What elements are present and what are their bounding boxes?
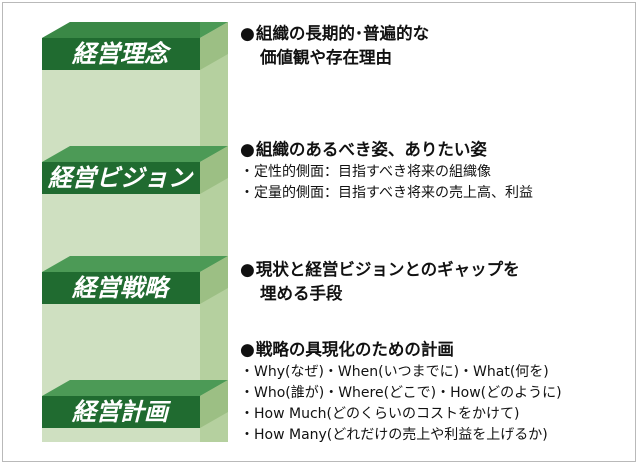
layer-pillar-diagram: 経営理念 経営ビジョン 経営戦略 経営計画 [42, 22, 228, 442]
outer-frame [2, 2, 636, 462]
description-item: ・Who(誰が)・Where(どこで)・How(どのように) [240, 385, 562, 401]
layer-slab-3: 経営戦略 [42, 256, 228, 304]
description-block-2: ●組織のあるべき姿、ありたい姿 ・定性的側面：目指すべき将来の組織像 ・定量的側… [240, 138, 635, 204]
description-heading-4: ●戦略の具現化のための計画 [240, 340, 454, 360]
description-heading-1-line-2: 価値観や存在理由 [260, 48, 392, 67]
description-item: ・How Many(どれだけの売上や利益を上げるか) [240, 427, 548, 443]
description-item: ・How Much(どのくらいのコストをかけて) [240, 406, 520, 422]
description-heading-1: ●組織の長期的･普遍的な [240, 24, 430, 44]
bullet-dot: ● [240, 24, 255, 44]
description-heading-3: ●現状と経営ビジョンとのギャップを [240, 260, 520, 280]
pillar-column-side [200, 22, 228, 442]
layer-slab-4: 経営計画 [42, 380, 228, 428]
description-item: ・定性的側面：目指すべき将来の組織像 [240, 164, 492, 180]
description-item: ・Why(なぜ)・When(いつまでに)・What(何を) [240, 364, 549, 380]
bullet-dot: ● [240, 260, 255, 280]
layer-label-4: 経営計画 [71, 398, 172, 426]
description-block-4: ●戦略の具現化のための計画 ・Why(なぜ)・When(いつまでに)・What(… [240, 338, 635, 446]
pillar-column [42, 22, 228, 442]
description-item: ・定量的側面：目指すべき将来の売上高、利益 [240, 185, 534, 201]
layer-label-3: 経営戦略 [71, 274, 171, 302]
bullet-dot: ● [240, 340, 255, 360]
layer-slab-2: 経営ビジョン [42, 146, 228, 194]
description-block-3: ●現状と経営ビジョンとのギャップを 埋める手段 [240, 258, 635, 306]
layer-label-2: 経営ビジョン [47, 164, 194, 192]
bullet-dot: ● [240, 140, 255, 160]
layer-label-1: 経営理念 [71, 40, 172, 68]
description-heading-2: ●組織のあるべき姿、ありたい姿 [240, 140, 487, 160]
layer-slab-1: 経営理念 [42, 22, 228, 70]
description-block-1: ●組織の長期的･普遍的な 価値観や存在理由 [240, 22, 635, 70]
description-heading-3-line-2: 埋める手段 [260, 284, 343, 303]
